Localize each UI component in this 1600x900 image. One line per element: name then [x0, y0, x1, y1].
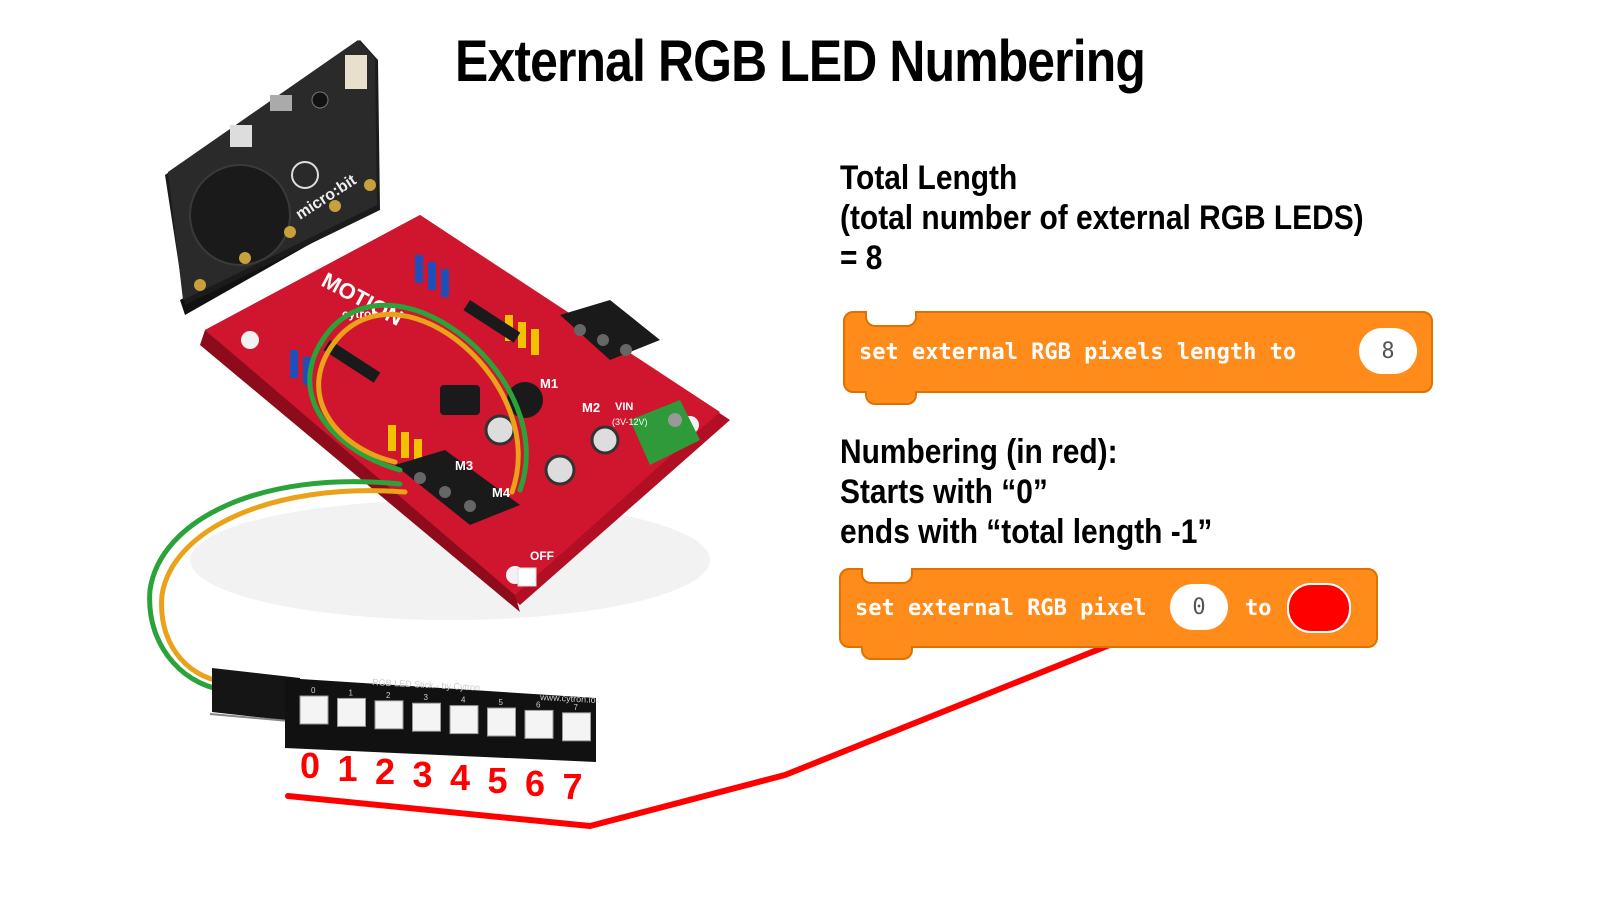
led-4 — [449, 705, 479, 735]
red-number-2: 2 — [375, 751, 395, 792]
color-swatch[interactable] — [1287, 583, 1351, 633]
led-silk-number-5: 5 — [499, 698, 504, 707]
red-number-6: 6 — [525, 763, 545, 804]
length-value: 8 — [1381, 338, 1395, 364]
led-2 — [374, 700, 404, 730]
microbit: micro:bit — [165, 40, 380, 315]
off-label: OFF — [530, 549, 554, 563]
numbering-line3: ends with “total length -1” — [840, 513, 1213, 551]
led-silk-number-2: 2 — [386, 691, 391, 700]
led-stick-url: www.cytron.io — [539, 692, 596, 705]
red-number-3: 3 — [413, 754, 433, 795]
led-silk-number-1: 1 — [349, 688, 354, 697]
red-number-7: 7 — [563, 766, 583, 807]
motion-board: MOTION M1 M2 M3 M4 VIN (3V-12V) OFF cytr… — [200, 215, 730, 612]
led-silk-number-4: 4 — [461, 696, 466, 705]
pixel-index-value: 0 — [1192, 594, 1206, 620]
set-pixel-block[interactable]: set external RGB pixel 0 to — [839, 568, 1378, 660]
led-0 — [299, 695, 329, 725]
m3-label: M3 — [455, 458, 473, 473]
led-silk-number-6: 6 — [536, 700, 541, 709]
numbering-line2: Starts with “0” — [840, 473, 1048, 511]
red-number-0: 0 — [300, 745, 320, 786]
voltage-label: (3V-12V) — [612, 417, 648, 427]
length-value-input[interactable]: 8 — [1359, 328, 1417, 374]
led-5 — [487, 707, 516, 737]
led-stick: RGB LED Stick - by Cytron www.cytron.io … — [285, 677, 596, 762]
led-6 — [524, 709, 554, 739]
red-number-5: 5 — [488, 760, 508, 801]
led-silk-number-3: 3 — [424, 693, 429, 702]
total-length-line2: (total number of external RGB LEDS) — [840, 199, 1364, 237]
total-length-line1: Total Length — [840, 159, 1018, 197]
total-length-line3: = 8 — [840, 239, 883, 277]
set-pixels-length-block[interactable]: set external RGB pixels length to 8 — [843, 311, 1433, 405]
wire-connector — [212, 668, 300, 722]
m1-label: M1 — [540, 376, 558, 391]
red-number-4: 4 — [450, 757, 470, 798]
numbering-line1: Numbering (in red): — [840, 433, 1118, 471]
m2-label: M2 — [582, 400, 600, 415]
vin-label: VIN — [615, 401, 633, 413]
red-number-1: 1 — [338, 748, 358, 789]
led-silk-number-7: 7 — [574, 703, 579, 712]
jumper-wires — [147, 302, 529, 693]
led-silk-number-0: 0 — [311, 686, 316, 695]
set-pixels-length-label: set external RGB pixels length to — [859, 339, 1297, 365]
m4-label: M4 — [492, 485, 511, 500]
led-3 — [412, 702, 441, 732]
page-title: External RGB LED Numbering — [455, 29, 1146, 94]
led-7 — [562, 712, 591, 742]
set-pixel-label: set external RGB pixel — [855, 595, 1147, 621]
to-label: to — [1245, 595, 1272, 621]
pixel-index-input[interactable]: 0 — [1170, 584, 1228, 630]
led-1 — [337, 697, 366, 727]
